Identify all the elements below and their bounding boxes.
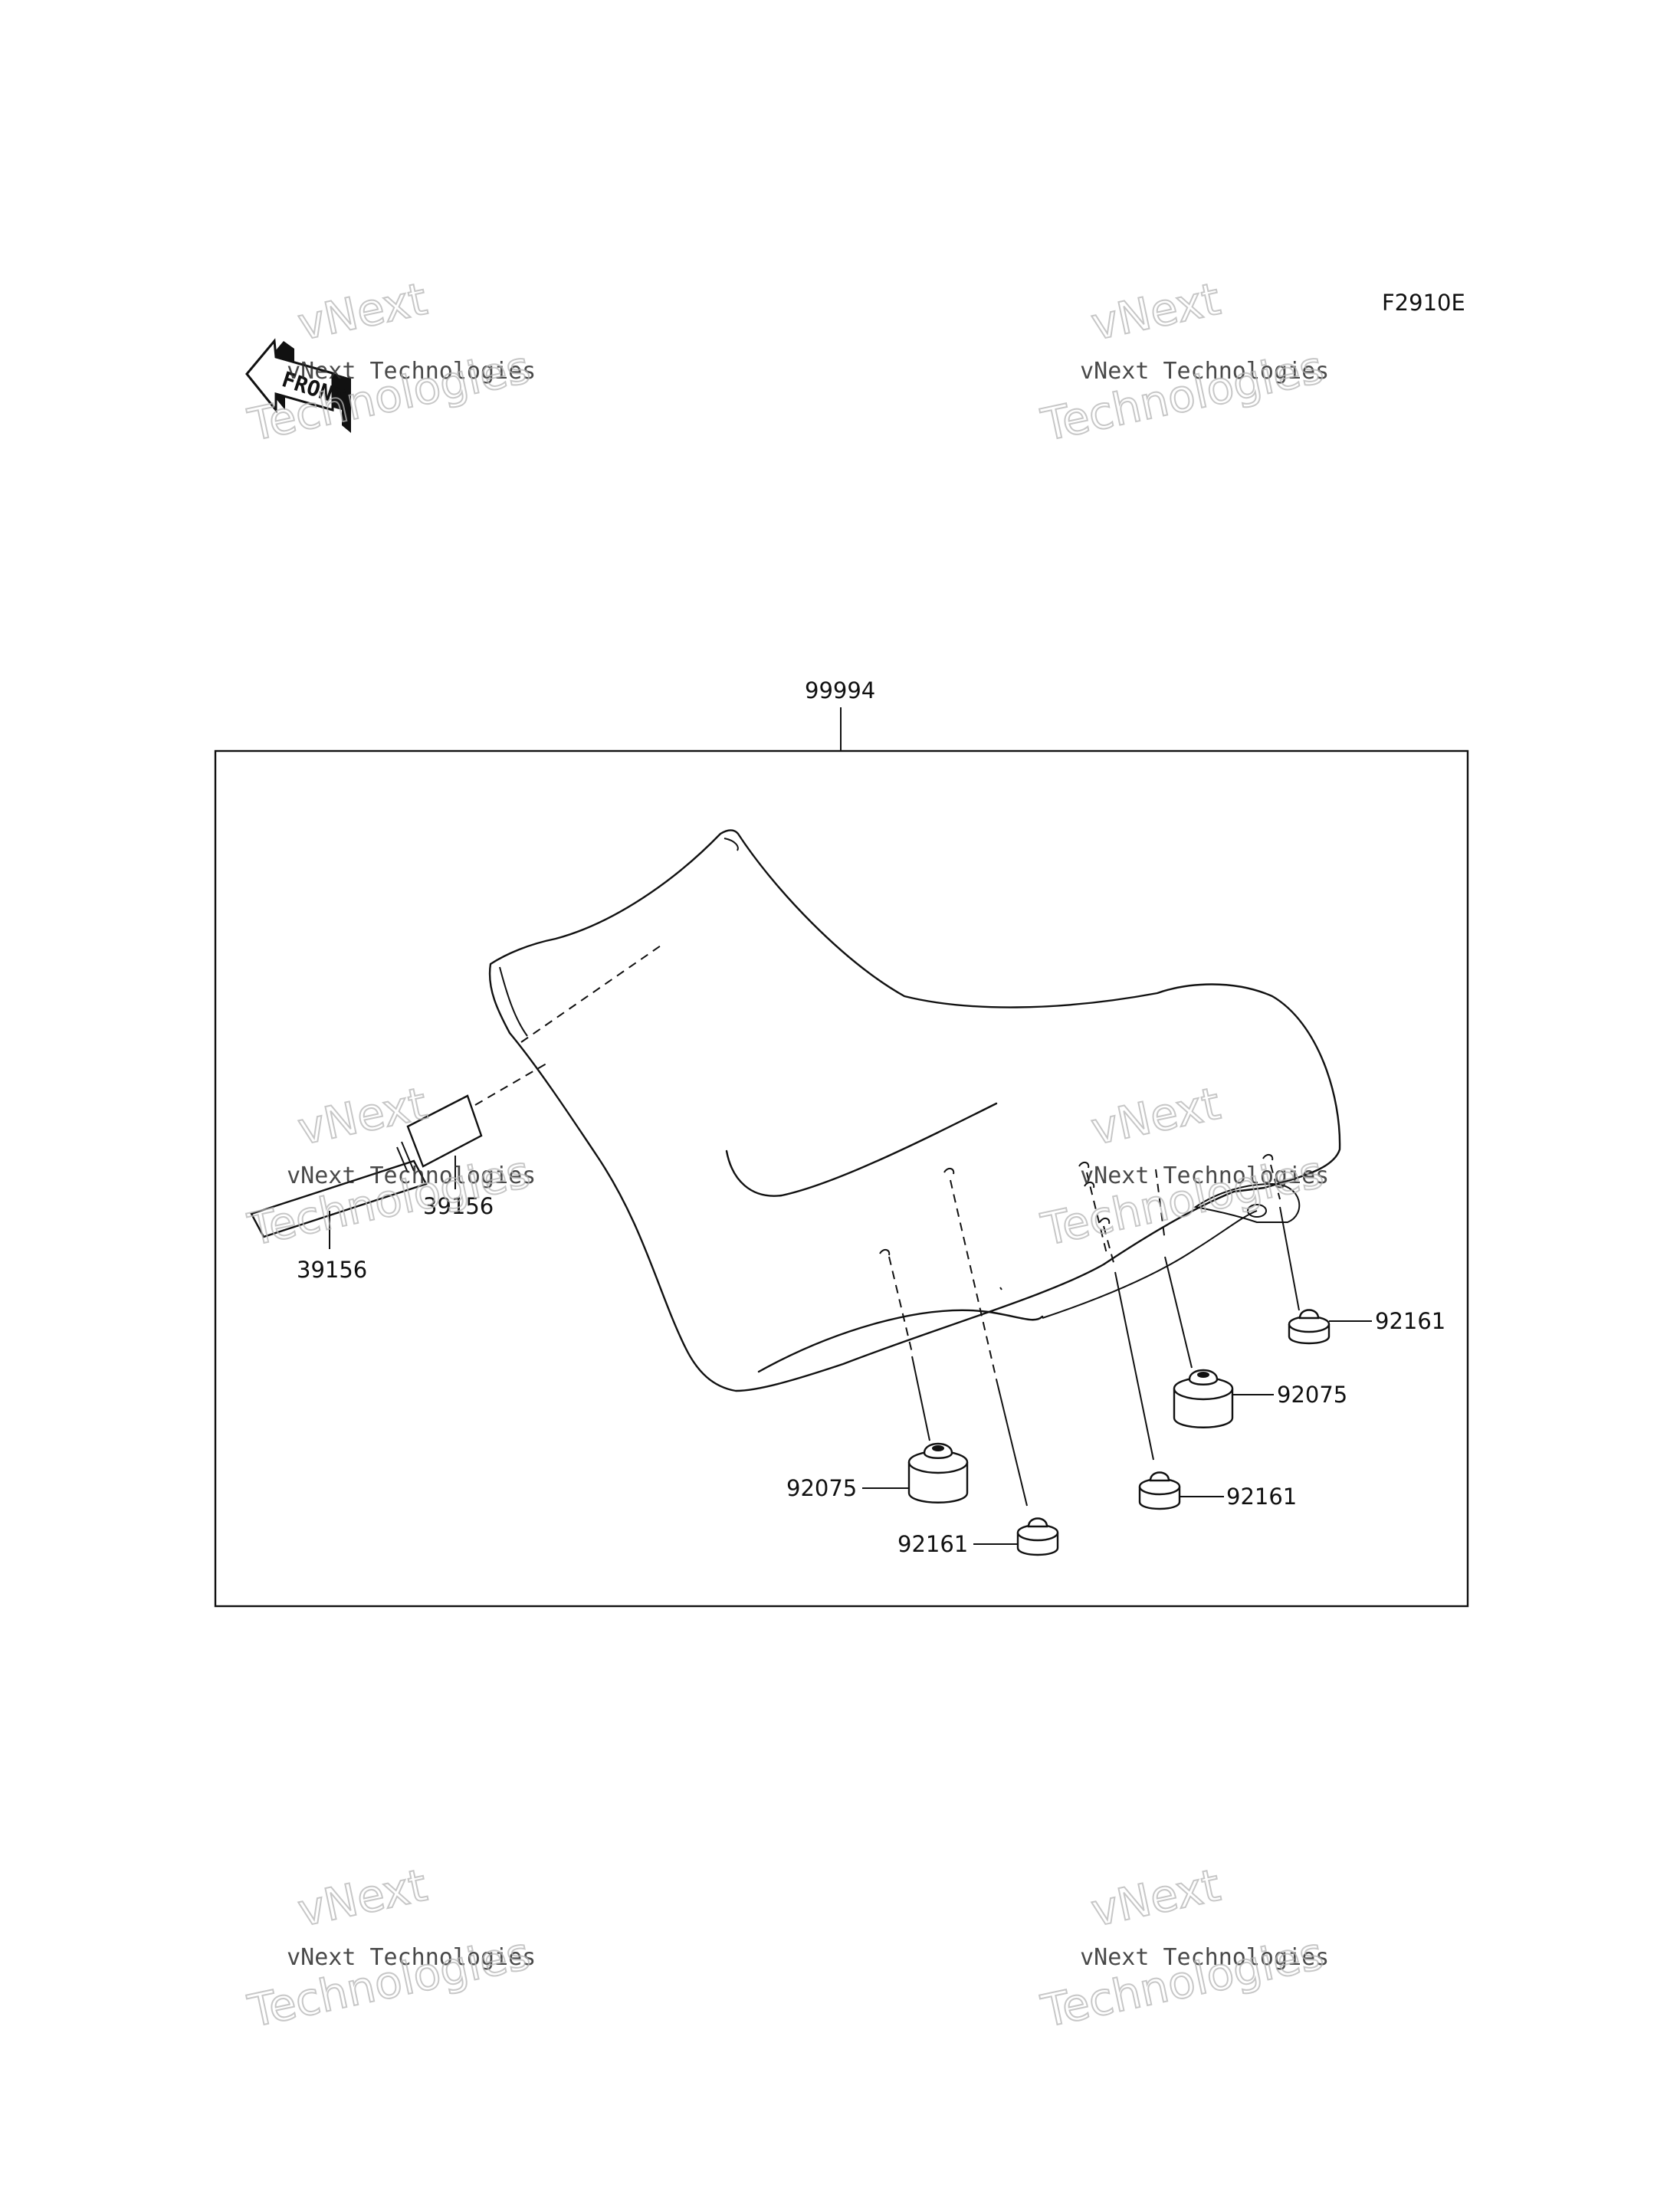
part-label-damper-left: 92075 xyxy=(786,1475,857,1501)
part-label-strap-b: 39156 xyxy=(297,1257,367,1283)
watermark-mid-left: vNext vNext Technologies Technologies xyxy=(243,1077,536,1257)
grommet-right xyxy=(1288,1309,1331,1345)
svg-text:vNext Technologies: vNext Technologies xyxy=(1080,358,1329,385)
svg-text:vNext Technologies: vNext Technologies xyxy=(1080,1162,1329,1189)
svg-text:vNext: vNext xyxy=(1087,273,1225,351)
svg-text:vNext: vNext xyxy=(294,1859,431,1937)
damper-right xyxy=(1173,1369,1234,1428)
diagram-code: F2910E xyxy=(1382,290,1465,316)
seat xyxy=(488,829,1341,1392)
svg-text:vNext Technologies: vNext Technologies xyxy=(287,1162,536,1189)
part-label-damper-right: 92075 xyxy=(1277,1382,1347,1408)
grommet-lower xyxy=(1016,1517,1059,1556)
svg-text:vNext Technologies: vNext Technologies xyxy=(1080,1944,1329,1971)
svg-text:vNext: vNext xyxy=(1087,1859,1225,1937)
strap-assembly xyxy=(250,943,664,1238)
watermark-mid-right: vNext vNext Technologies Technologies xyxy=(1036,1077,1329,1257)
watermark-top-right: vNext vNext Technologies Technologies xyxy=(1036,272,1329,452)
svg-text:vNext: vNext xyxy=(294,273,431,351)
damper-left xyxy=(907,1442,969,1503)
svg-text:vNext Technologies: vNext Technologies xyxy=(287,1944,536,1971)
part-label-grommet-mid: 92161 xyxy=(1226,1484,1297,1510)
svg-text:vNext: vNext xyxy=(294,1077,431,1156)
assembly-frame xyxy=(214,749,1469,1608)
watermark-bottom-right: vNext vNext Technologies Technologies xyxy=(1036,1858,1329,2038)
part-label-assembly: 99994 xyxy=(805,677,875,703)
part-label-strap-a: 39156 xyxy=(423,1193,494,1219)
callout-leaders xyxy=(329,1156,1372,1545)
mounting-guides xyxy=(879,1154,1281,1380)
part-leader-lines xyxy=(911,1206,1300,1507)
part-label-grommet-lower: 92161 xyxy=(897,1531,968,1557)
svg-text:vNext: vNext xyxy=(1087,1077,1225,1156)
watermark-bottom-left: vNext vNext Technologies Technologies xyxy=(243,1858,536,2038)
svg-text:vNext Technologies: vNext Technologies xyxy=(287,358,536,385)
part-label-grommet-right: 92161 xyxy=(1375,1308,1445,1334)
grommet-mid xyxy=(1138,1471,1181,1510)
